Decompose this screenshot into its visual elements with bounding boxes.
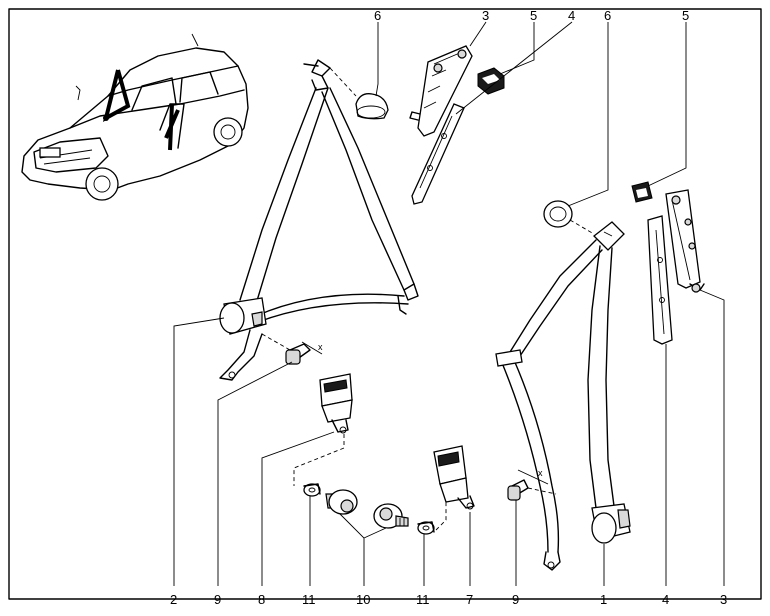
front-belt-right: x: [495, 221, 631, 571]
height-adjuster-right: [665, 189, 705, 293]
callout-bottom-7: 7: [466, 592, 473, 607]
callout-top-5b: 5: [682, 8, 689, 23]
callout-bottom-9b: 9: [512, 592, 519, 607]
buckle-left: [293, 373, 353, 486]
callout-bottom-9a: 9: [214, 592, 221, 607]
callout-bottom-3: 3: [720, 592, 727, 607]
buckle-right: [433, 445, 475, 510]
callout-bottom-4: 4: [662, 592, 669, 607]
clip-top: [477, 67, 505, 95]
leader-lines: [173, 21, 725, 586]
trim-cap-right: [543, 200, 595, 235]
callout-top-5a: 5: [530, 8, 537, 23]
callout-top-6b: 6: [604, 8, 611, 23]
x-mark-left: x: [318, 342, 323, 352]
washer-left: [303, 483, 321, 497]
trim-cover-top: [411, 103, 465, 205]
callout-top-3a: 3: [482, 8, 489, 23]
callout-bottom-10: 10: [356, 592, 370, 607]
anchor-bolt-b: [373, 503, 409, 529]
anchor-bolt-a: [325, 489, 358, 515]
height-adjuster-top: [409, 45, 473, 137]
diagram-frame: [8, 8, 762, 600]
trim-cover-right: [647, 215, 673, 345]
callout-top-6a: 6: [374, 8, 381, 23]
clip-right: [631, 181, 653, 203]
car-thumbnail: [21, 33, 249, 201]
front-belt-left: x: [219, 59, 419, 381]
callout-bottom-1: 1: [600, 592, 607, 607]
callout-bottom-11b: 11: [416, 592, 430, 607]
callout-bottom-8: 8: [258, 592, 265, 607]
washer-right: [417, 492, 447, 535]
trim-cap-left: [355, 93, 389, 120]
callout-top-4a: 4: [568, 8, 575, 23]
x-mark-right: x: [538, 468, 543, 478]
callout-labels: 6 3 5 4 6 5 2 9 8 11 10 11 7 9 1 4 3: [170, 8, 727, 607]
callout-bottom-11a: 11: [302, 592, 316, 607]
callout-bottom-2: 2: [170, 592, 177, 607]
